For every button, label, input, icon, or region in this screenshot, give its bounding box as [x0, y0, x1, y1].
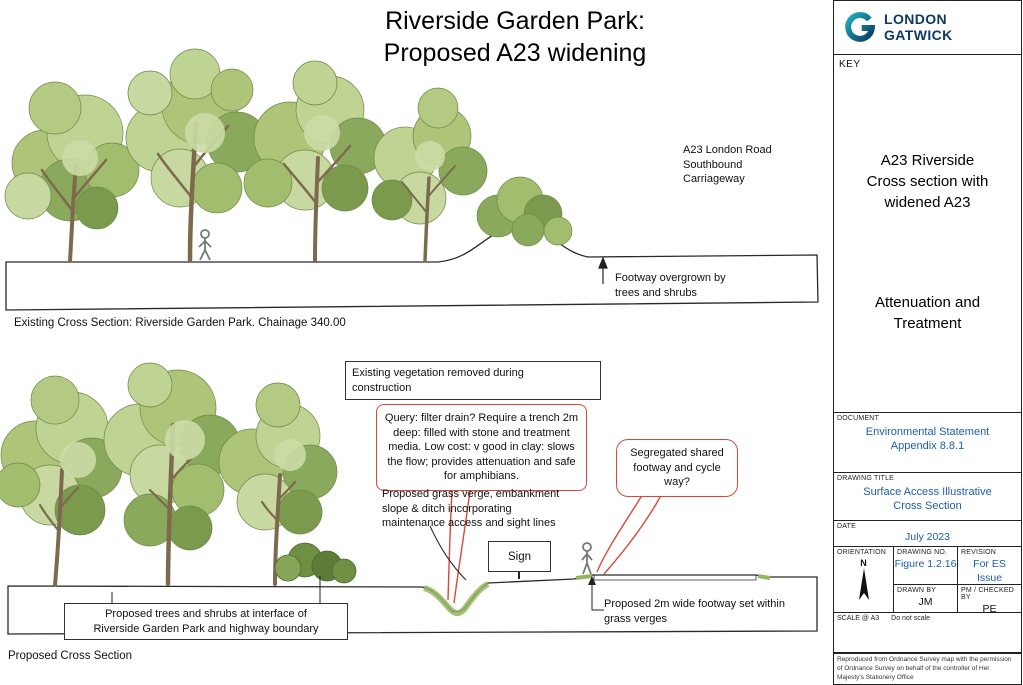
drawn-by-label: DRAWN BY	[897, 587, 937, 594]
gatwick-logo-icon	[845, 11, 876, 42]
north-arrow-icon: N	[834, 558, 893, 607]
grass-verge-note: Proposed grass verge, embankment slope &…	[382, 488, 560, 530]
footway-overgrown-note: Footway overgrown by trees and shrubs	[615, 272, 726, 299]
footway-detail	[593, 575, 757, 581]
vegetation-removed-note: Existing vegetation removed during const…	[345, 361, 601, 401]
checked-by-value: PE	[982, 603, 997, 615]
tree-canopies-existing	[4, 48, 488, 230]
ditch-green	[423, 581, 490, 617]
footway2-arrowhead-icon	[588, 576, 596, 585]
drawing-title-cell: DRAWING TITLE Surface Access Illustrativ…	[834, 473, 1021, 521]
north-letter: N	[860, 558, 867, 568]
black-leader-lines	[111, 525, 604, 611]
brand-logo: LONDON GATWICK	[834, 1, 1021, 55]
page-title: Riverside Garden Park: Proposed A23 wide…	[190, 5, 840, 69]
tree-trunks-proposed	[38, 422, 297, 587]
date-cell: DATE July 2023	[834, 521, 1021, 547]
revision-value: For ES Issue	[973, 558, 1006, 584]
trees-shrubs-note: Proposed trees and shrubs at interface o…	[64, 603, 348, 641]
footway-arrow-icon	[598, 256, 608, 284]
road-label: A23 London Road Southbound Carriageway	[683, 144, 772, 186]
proposed-footway-note: Proposed 2m wide footway set within gras…	[604, 598, 785, 625]
drawing-heading: A23 Riverside Cross section with widened…	[866, 152, 989, 211]
drawing-title-label: DRAWING TITLE	[837, 475, 895, 482]
title-block-spacer	[834, 627, 1021, 652]
drawn-by-cell: DRAWN BY JM	[894, 585, 958, 613]
document-value: Environmental Statement Appendix 8.8.1	[865, 426, 990, 453]
revision-grid: ORIENTATION N DRAWING NO. Figure 1.2.16 …	[834, 547, 1021, 615]
revision-label: REVISION	[961, 549, 997, 556]
sign-box: Sign	[488, 541, 551, 572]
orientation-label: ORIENTATION	[837, 549, 886, 556]
drawing-no-value: Figure 1.2.16	[894, 558, 957, 570]
foliage-highlights-existing	[62, 113, 445, 176]
boundary-shrubs	[274, 542, 357, 584]
drawn-by-value: JM	[918, 596, 933, 608]
segregated-footway-note: Segregated shared footway and cycle way?	[616, 439, 738, 497]
brand-wordmark: LONDON GATWICK	[884, 10, 953, 43]
brand-line2: GATWICK	[884, 26, 953, 43]
document-label: DOCUMENT	[837, 415, 880, 422]
scale-label: SCALE @ A3	[837, 615, 880, 622]
drawing-sheet: Riverside Garden Park: Proposed A23 wide…	[0, 7, 819, 662]
foliage-highlights-proposed	[60, 420, 306, 478]
key-label: KEY	[839, 59, 861, 70]
title-block: LONDON GATWICK KEY A23 Riverside Cross s…	[833, 0, 1022, 685]
page-title-line1: Riverside Garden Park:	[385, 7, 645, 35]
person-figure-existing	[198, 229, 212, 261]
scale-value: Do not scale	[891, 615, 931, 622]
mound-shrubs	[476, 176, 573, 247]
orientation-cell: ORIENTATION N	[834, 547, 894, 613]
checked-by-cell: PM / CHECKED BY PE	[958, 585, 1021, 615]
proposed-section-caption: Proposed Cross Section	[8, 650, 133, 662]
page-title-line2: Proposed A23 widening	[383, 39, 647, 67]
key-section: KEY A23 Riverside Cross section with wid…	[834, 55, 1021, 413]
drawing-no-cell: DRAWING NO. Figure 1.2.16	[894, 547, 958, 585]
drawing-subheading: Attenuation and Treatment	[874, 294, 981, 332]
drawing-no-label: DRAWING NO.	[897, 549, 948, 556]
existing-section-drawing	[4, 48, 819, 311]
person-figure-proposed	[581, 542, 593, 575]
verge-green-marks	[575, 574, 771, 580]
filter-drain-query-note: Query: filter drain? Require a trench 2m…	[376, 404, 587, 491]
drawing-title-value: Surface Access Illustrative Cross Sectio…	[863, 486, 992, 513]
brand-line1: LONDON	[884, 10, 948, 27]
existing-section-caption: Existing Cross Section: Riverside Garden…	[14, 317, 346, 329]
date-value: July 2023	[905, 531, 950, 543]
revision-cell: REVISION For ES Issue	[958, 547, 1021, 585]
checked-by-label: PM / CHECKED BY	[961, 587, 1014, 601]
document-cell: DOCUMENT Environmental Statement Appendi…	[834, 413, 1021, 473]
copyright-note: Reproduced from Ordnance Survey map with…	[833, 653, 1022, 685]
scale-row: SCALE @ A3 Do not scale	[834, 613, 1021, 627]
title-block-main: LONDON GATWICK KEY A23 Riverside Cross s…	[833, 0, 1022, 654]
date-label: DATE	[837, 523, 856, 530]
